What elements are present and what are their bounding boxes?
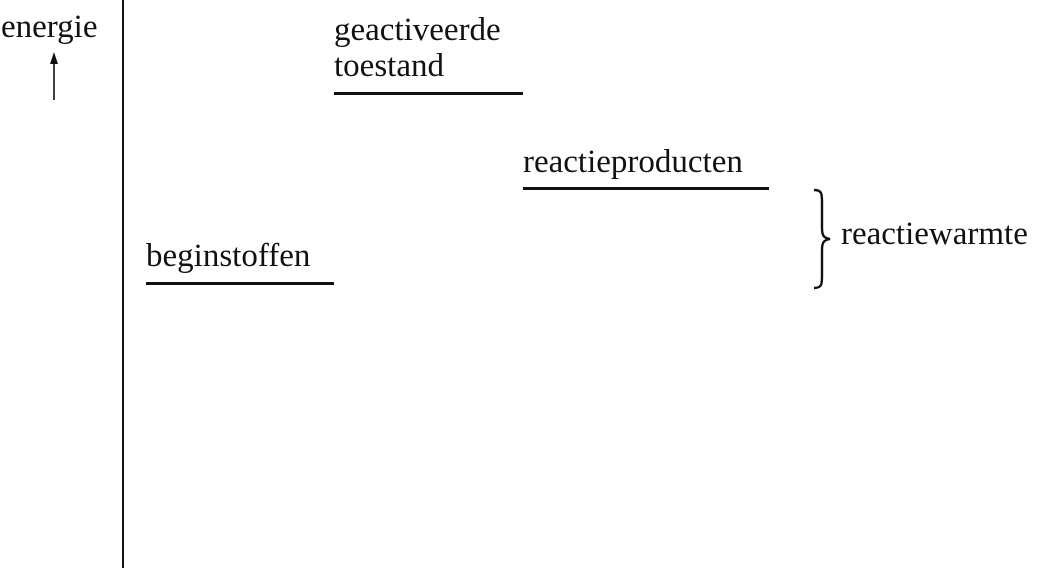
up-arrow-icon	[50, 52, 58, 100]
level-label-geactiveerde: geactiveerde	[334, 12, 501, 48]
axis-label-energie: energie	[1, 9, 98, 45]
level-label-toestand: toestand	[334, 48, 444, 84]
level-label-beginstoffen: beginstoffen	[146, 238, 311, 274]
right-brace-icon	[813, 188, 831, 290]
annotation-label-reactiewarmte: reactiewarmte	[841, 216, 1028, 252]
level-line-reactieproducten	[523, 187, 769, 190]
level-label-reactieproducten: reactieproducten	[523, 144, 743, 180]
level-line-beginstoffen	[146, 282, 334, 285]
vertical-axis	[122, 0, 124, 568]
level-line-geactiveerde-toestand	[334, 92, 523, 95]
